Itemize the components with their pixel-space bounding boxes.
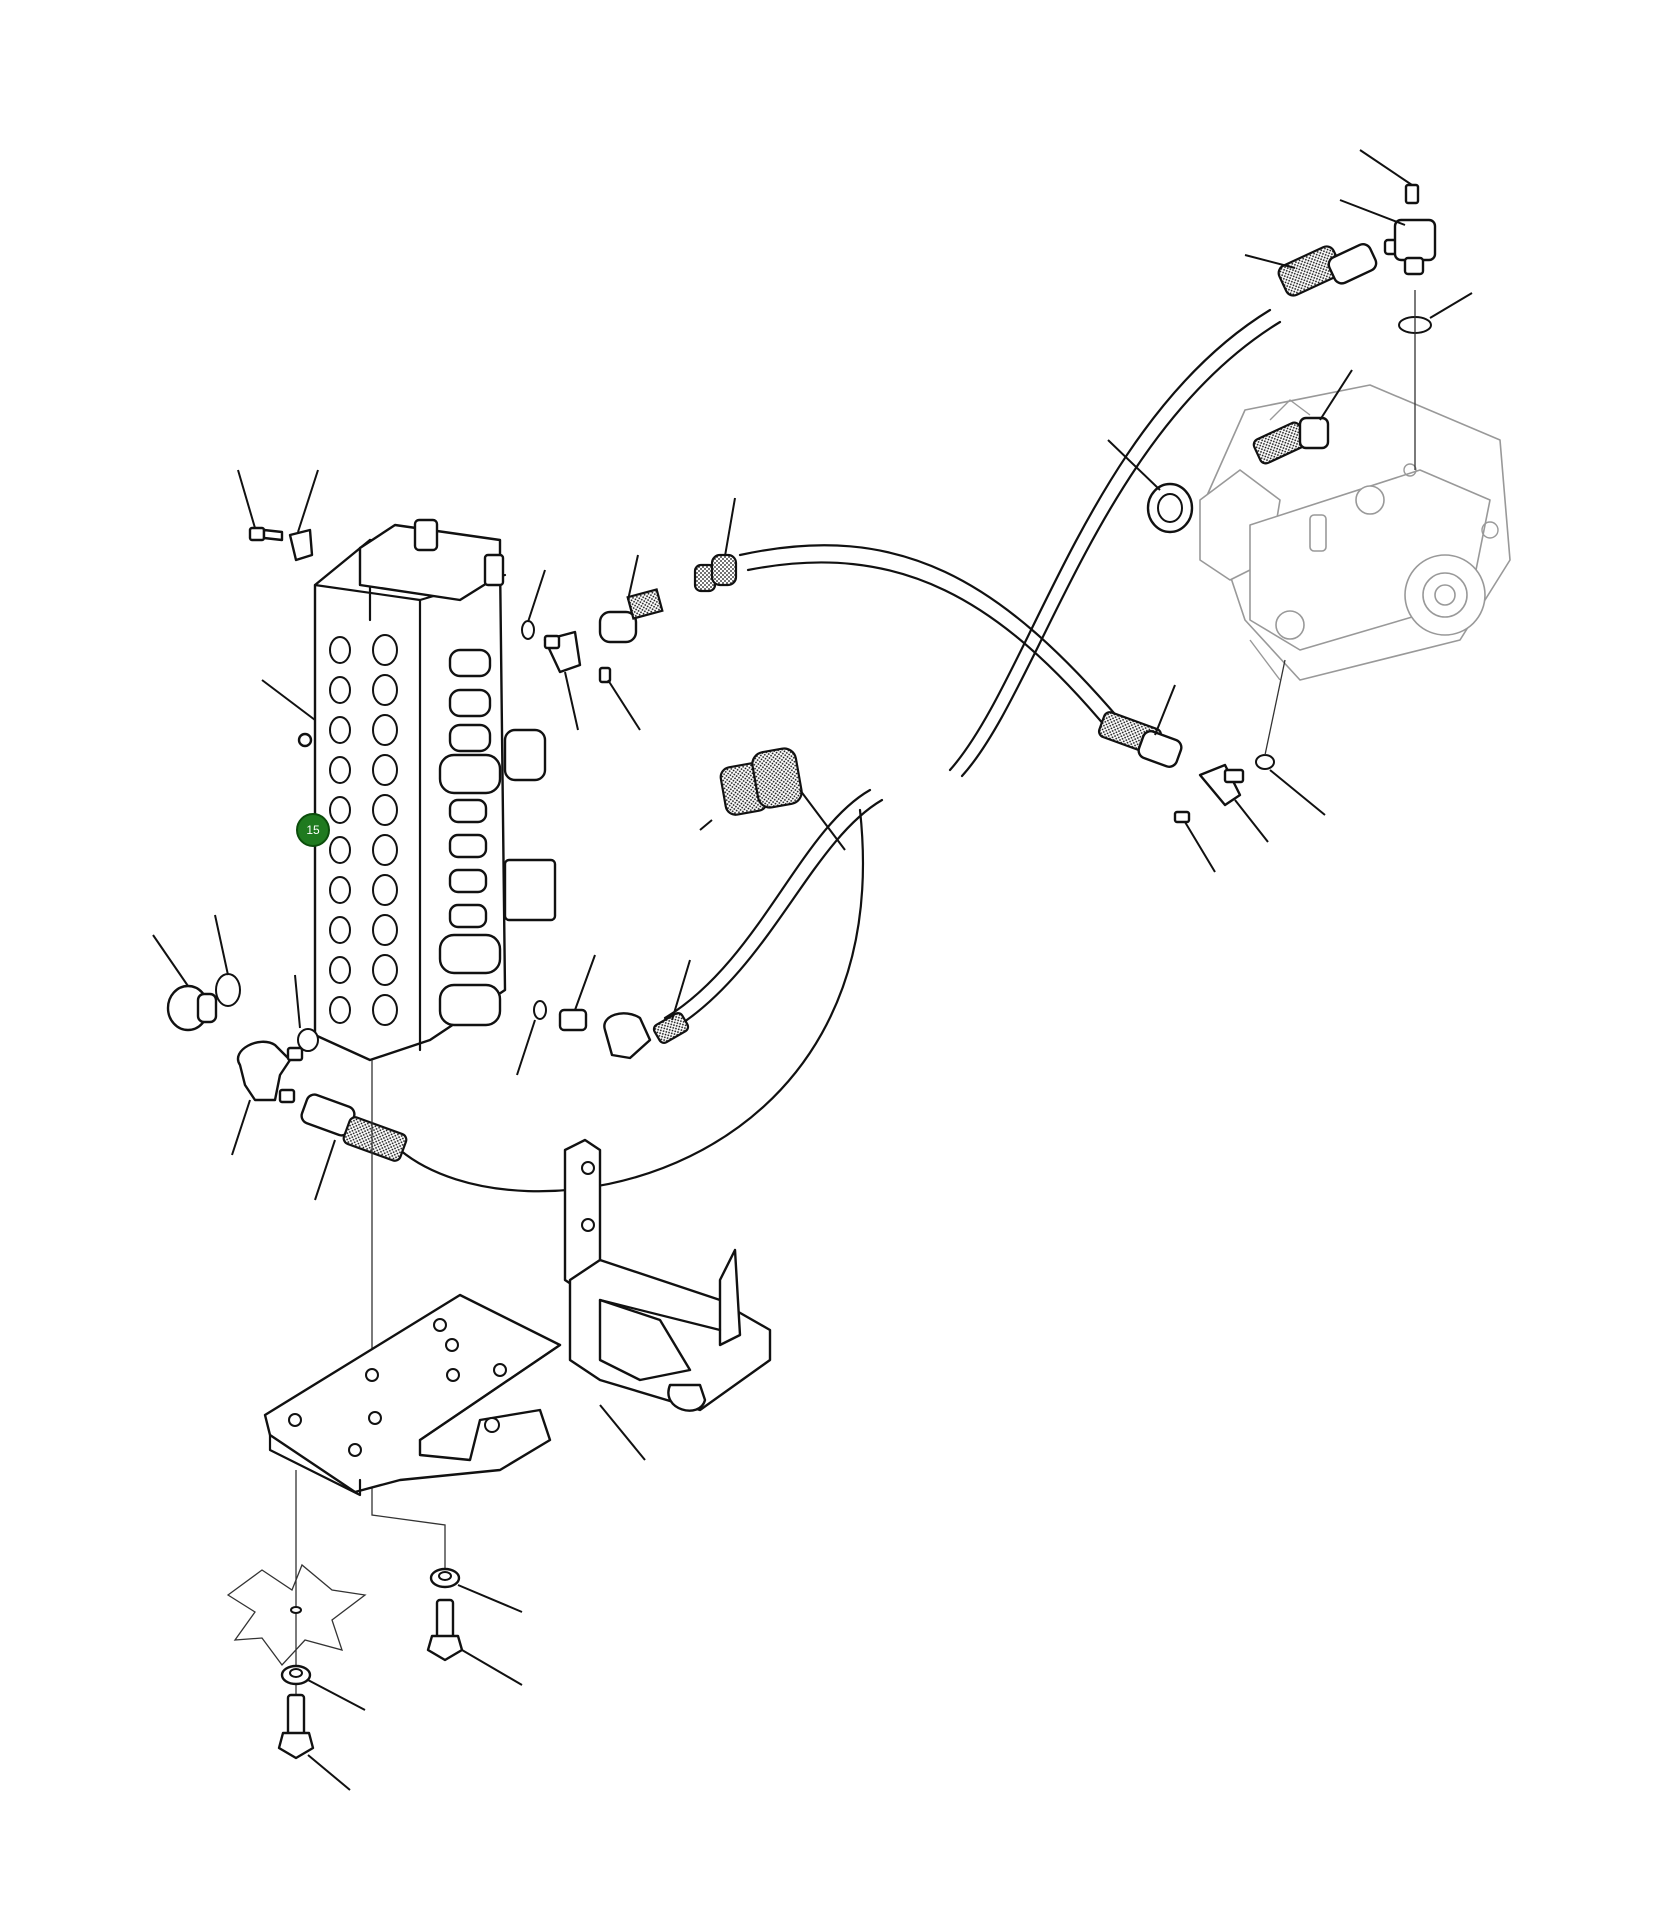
lower-fittings [152, 914, 408, 1490]
hydraulic-pump [1199, 384, 1511, 681]
mounting-bracket [263, 1138, 772, 1497]
hose-lines [398, 308, 1282, 1193]
valve-spool-caps [438, 648, 557, 1027]
control-valve-block [297, 518, 557, 1062]
callout-marker-15[interactable]: 15 [296, 813, 330, 847]
valve-bottom-fittings [516, 954, 691, 1076]
valve-body-leader [261, 679, 316, 721]
callout-label: 15 [306, 823, 320, 837]
top-bolt [237, 469, 284, 542]
gasket-and-bolts [226, 1470, 523, 1791]
clip-bracket [288, 469, 319, 562]
upper-fittings [521, 497, 738, 731]
mid-right-fittings [699, 659, 1326, 873]
base-plate-holes [288, 1318, 507, 1457]
pump-top-fittings [1107, 149, 1473, 534]
valve-ports [329, 634, 398, 1026]
